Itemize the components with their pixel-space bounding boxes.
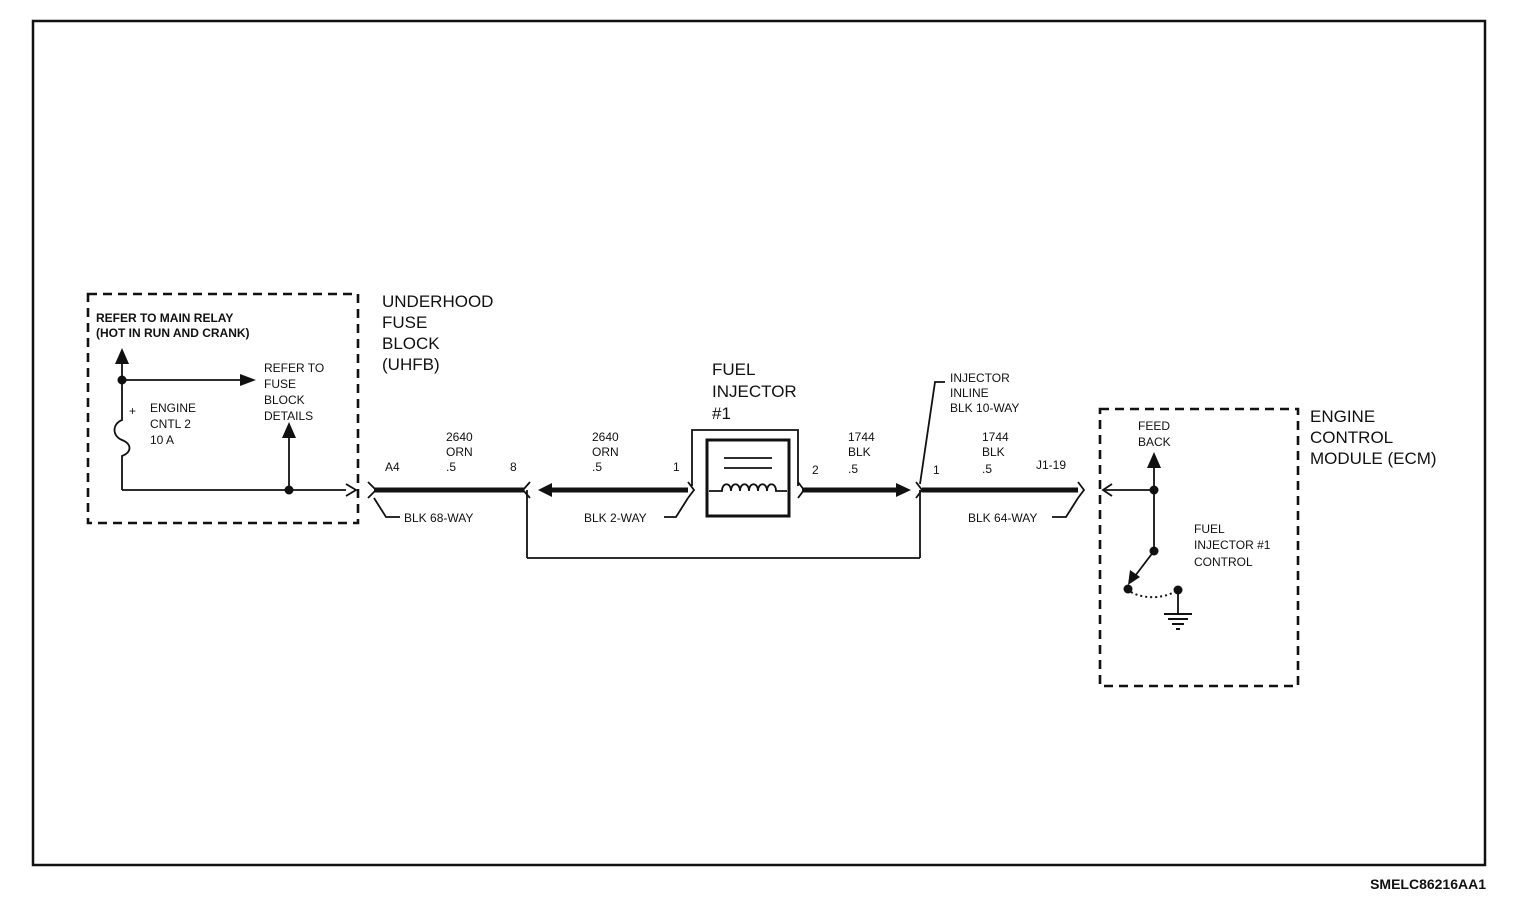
uhfb-title-line-2: FUSE (382, 313, 427, 332)
injector-control-label-line-3: CONTROL (1194, 555, 1253, 569)
connector-68-name: BLK 68-WAY (404, 511, 473, 525)
wire-gauge-label: .5 (982, 462, 992, 476)
wire-color-label: BLK (982, 445, 1005, 459)
ecm-title-line-3: MODULE (ECM) (1310, 449, 1437, 468)
connector-inline-10-way: INJECTOR INLINE BLK 10-WAY 1 1744 BLK .5… (915, 371, 1086, 525)
wire-circuit-label: 1744 (982, 430, 1009, 444)
fuse-details-ref-line-3: BLOCK (264, 393, 305, 407)
figure-id: SMELC86216AA1 (1370, 876, 1486, 892)
injector-title-line-2: INJECTOR (712, 382, 797, 401)
fuse-plus-sign: + (129, 404, 136, 418)
injector-control-label-line-1: FUEL (1194, 522, 1225, 536)
connector-64-name: BLK 64-WAY (968, 511, 1037, 525)
right-arrow-icon (240, 374, 256, 386)
up-arrow-icon (282, 422, 296, 438)
injector-coil-icon (709, 483, 787, 492)
splice-dot (284, 485, 294, 495)
wire-color-label: ORN (446, 445, 473, 459)
uhfb-dashed-box (86, 292, 360, 525)
left-arrow-icon (538, 483, 552, 497)
fuel-injector: FUEL INJECTOR #1 (691, 360, 799, 518)
connector-leader-line (919, 381, 945, 485)
connector-68-way: A4 2640 ORN .5 8 BLK 68-WAY (367, 430, 531, 525)
fuse-label-line-2: CNTL 2 (150, 417, 191, 431)
connector-2-pin-right: 2 (812, 463, 819, 477)
injector-title-line-3: #1 (712, 404, 731, 423)
fuse-details-ref-line-4: DETAILS (264, 409, 313, 423)
ecm-dashed-box (1098, 407, 1300, 688)
main-relay-ref-line-2: (HOT IN RUN AND CRANK) (96, 326, 250, 340)
connector-2-pin-left: 1 (673, 460, 680, 474)
wire-gauge-label: .5 (848, 462, 858, 476)
wire-gauge-label: .5 (592, 460, 602, 474)
fuse-details-ref-line-1: REFER TO (264, 361, 324, 375)
connector-end-icon (687, 481, 696, 499)
right-arrow-icon (896, 483, 911, 497)
connector-end-icon (1077, 481, 1086, 499)
ecm-section: ENGINE CONTROL MODULE (ECM) FEED BACK FU… (1098, 407, 1437, 688)
connector-64-pin: J1-19 (1036, 458, 1066, 472)
switch-contact-dot (1123, 584, 1133, 594)
injector-control-label-line-2: INJECTOR #1 (1194, 538, 1271, 552)
inline-connector-name-line-3: BLK 10-WAY (950, 401, 1019, 415)
feedback-label-line-1: FEED (1138, 419, 1170, 433)
wire-1744-to-inline: 2 1744 BLK .5 (797, 430, 911, 499)
terminal-arrow-icon (1101, 483, 1113, 497)
arrow-icon (1128, 570, 1140, 585)
connector-68-pin: A4 (385, 460, 400, 474)
connector-leader-line (1052, 497, 1079, 518)
injector-housing-outline (691, 429, 799, 486)
fuse-details-ref-line-2: FUSE (264, 377, 296, 391)
up-arrow-icon (115, 348, 129, 364)
fuse-icon (113, 412, 131, 490)
terminal-arrow-icon (345, 483, 358, 497)
connector-68-pin-right: 8 (510, 460, 517, 474)
wire-color-label: BLK (848, 445, 871, 459)
uhfb-title-line-4: (UHFB) (382, 355, 440, 374)
fuse-label-line-3: 10 A (150, 433, 174, 447)
wire-color-label: ORN (592, 445, 619, 459)
connector-2-way-segment: 2640 ORN .5 1 BLK 2-WAY (526, 430, 921, 559)
ecm-title-line-1: ENGINE (1310, 407, 1375, 426)
inline-connector-name-line-2: INLINE (950, 386, 989, 400)
uhfb-title-line-3: BLOCK (382, 334, 440, 353)
wire-circuit-label: 1744 (848, 430, 875, 444)
connector-leader-line (664, 497, 689, 518)
up-arrow-icon (1147, 452, 1161, 468)
uhfb-section: UNDERHOOD FUSE BLOCK (UHFB) REFER TO MAI… (86, 292, 493, 525)
connector-leader-line (373, 497, 400, 518)
fuse-label-line-1: ENGINE (150, 401, 196, 415)
wire-gauge-label: .5 (446, 460, 456, 474)
wire-circuit-label: 2640 (446, 430, 473, 444)
inline-connector-name-line-1: INJECTOR (950, 371, 1010, 385)
wire-circuit-label: 2640 (592, 430, 619, 444)
injector-body-box (705, 438, 791, 518)
connector-2-name: BLK 2-WAY (584, 511, 647, 525)
main-relay-ref-line-1: REFER TO MAIN RELAY (96, 311, 233, 325)
uhfb-title-line-1: UNDERHOOD (382, 292, 493, 311)
ecm-title-line-2: CONTROL (1310, 428, 1393, 447)
connector-end-icon (915, 481, 924, 499)
feedback-label-line-2: BACK (1138, 435, 1171, 449)
inline-connector-pin: 1 (933, 463, 940, 477)
ground-icon (1164, 613, 1192, 630)
switch-dotted-link (1130, 590, 1177, 599)
injector-title-line-1: FUEL (712, 360, 755, 379)
diagram-frame (31, 19, 1487, 867)
